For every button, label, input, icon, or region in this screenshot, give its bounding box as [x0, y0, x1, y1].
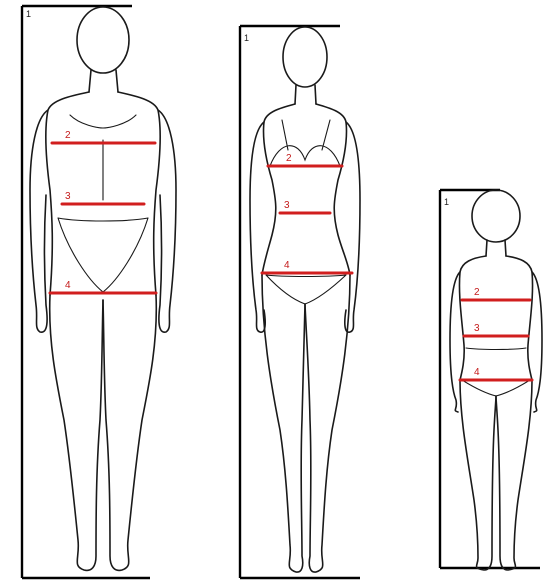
- child-chest-measurement: 2: [462, 287, 530, 300]
- child-waist-label: 3: [474, 323, 480, 334]
- man-chest-label: 2: [65, 130, 71, 141]
- child-waist-measurement: 3: [464, 323, 528, 336]
- child-figure: 1 2 3 4: [440, 190, 542, 570]
- child-height-label: 1: [444, 197, 449, 207]
- woman-waist-measurement: 3: [280, 200, 330, 213]
- man-figure: 1 2 3 4: [22, 6, 176, 578]
- woman-waist-label: 3: [284, 200, 290, 211]
- woman-height-label: 1: [244, 33, 249, 43]
- man-hip-measurement: 4: [50, 280, 156, 293]
- child-hip-label: 4: [474, 367, 480, 378]
- woman-figure: 1 2 3 4: [240, 26, 360, 578]
- woman-hip-measurement: 4: [262, 260, 352, 273]
- man-waist-label: 3: [65, 191, 71, 202]
- woman-bust-label: 2: [286, 153, 292, 164]
- child-hip-measurement: 4: [460, 367, 532, 380]
- child-chest-label: 2: [474, 287, 480, 298]
- woman-hip-label: 4: [284, 260, 290, 271]
- man-height-label: 1: [26, 9, 31, 19]
- man-hip-label: 4: [65, 280, 71, 291]
